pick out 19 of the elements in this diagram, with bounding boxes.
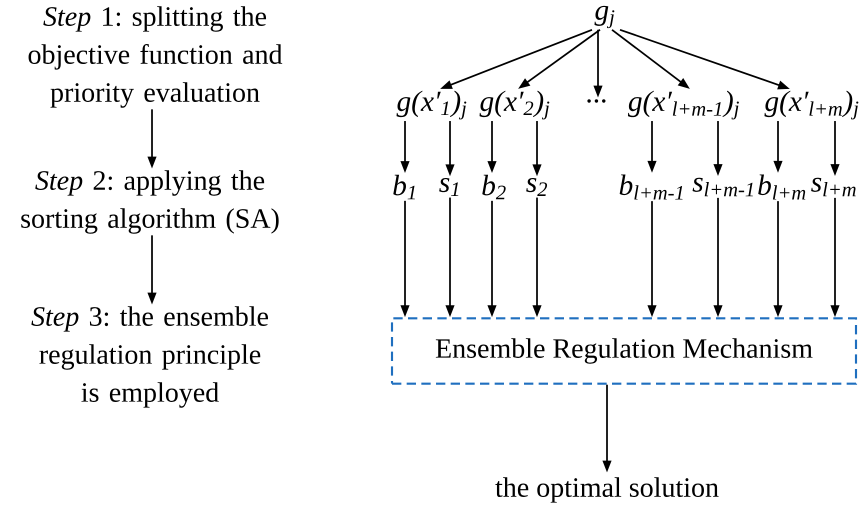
step-text: Step 2: applying the sorting algorithm (SA) [21,170,279,234]
variable-label: s$_{1}$ [439,178,458,196]
variable-label: b$_{2}$ [482,174,506,200]
variable-label: g(x′$_{l+m-1}$)$_{j}$ [628,90,739,120]
variable-label: s$_{l+m}$ [811,178,856,196]
variable-label: ··· [587,99,606,103]
variable-label: g(x′$_{1}$)$_{j}$ [396,90,466,120]
variable-label: b$_{l+m}$ [758,174,806,200]
variable-label: g(x′$_{l+m}$)$_{j}$ [764,90,858,120]
variable-label: g$_{j}$ [594,6,614,28]
step-text: Step 3: the ensemble regulation principle is employed [31,306,268,408]
variable-label: s$_{2}$ [526,178,548,196]
dashed-box: Ensemble Regulation Mechanism [390,317,858,385]
step-text: Step 1: splitting the objective function and priority evaluation [28,6,282,108]
variable-label: s$_{l+m-1}$ [692,178,753,196]
result-text: the optimal solution [495,477,719,503]
variable-label: g(x′$_{2}$)$_{j}$ [480,90,550,120]
variable-label: b$_{1}$ [393,174,415,200]
variable-label: b$_{l+m-1}$ [620,174,683,200]
